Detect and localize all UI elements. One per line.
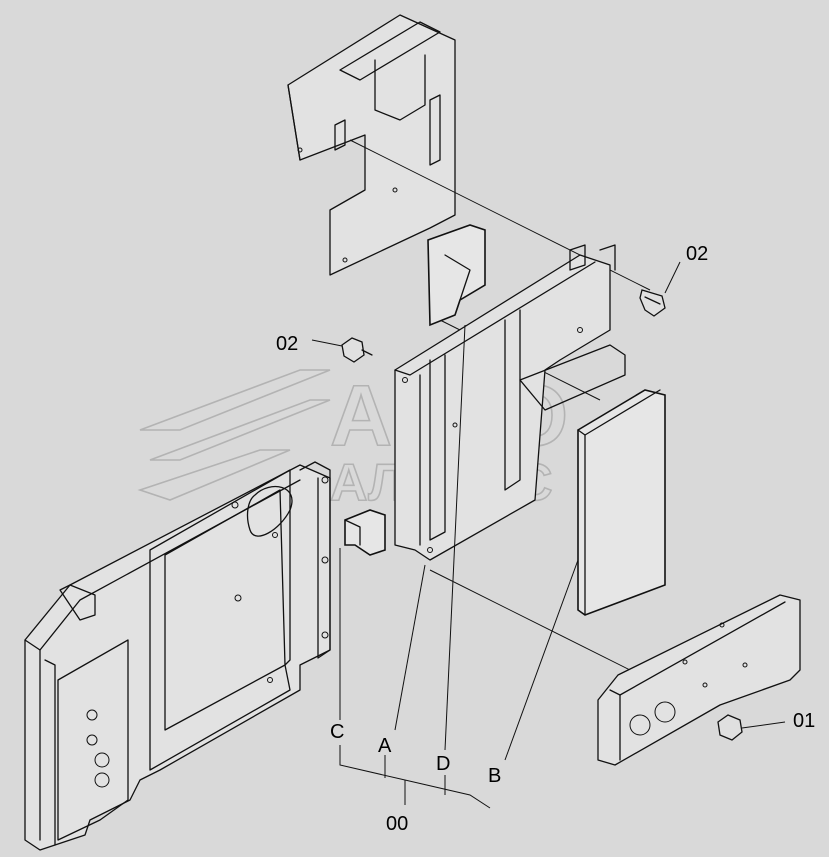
center-frame [394, 244, 626, 561]
callout-02-left: 02 [276, 333, 298, 355]
callout-01: 01 [793, 710, 815, 732]
callout-00: 00 [386, 813, 408, 835]
bolt-top-02 [639, 261, 681, 317]
callout-leaders [339, 324, 579, 809]
callout-d: D [436, 753, 450, 775]
pad-d [427, 224, 486, 327]
bolt-left-02 [311, 337, 373, 363]
left-housing [24, 461, 331, 851]
pad-b [577, 389, 666, 616]
right-plate [597, 594, 801, 766]
guide-line-lower [429, 569, 651, 681]
callout-a: A [378, 735, 392, 757]
bolt-01 [717, 714, 786, 741]
top-bracket [287, 14, 456, 276]
callout-b: B [488, 765, 501, 787]
block-c [344, 509, 386, 556]
callout-02-top: 02 [686, 243, 708, 265]
callout-c: C [330, 721, 344, 743]
